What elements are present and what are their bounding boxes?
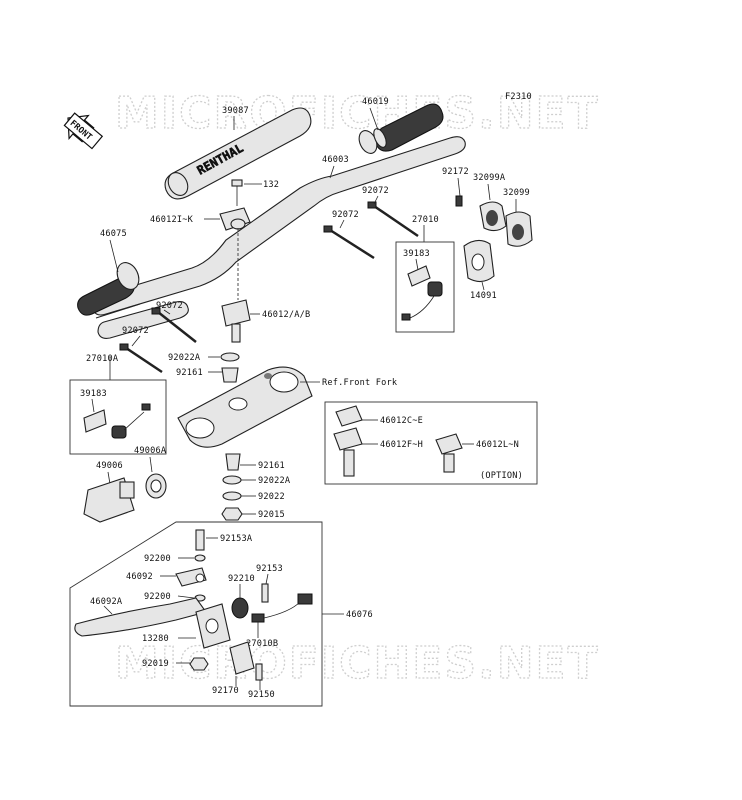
label-92022a-lower: 92022A (258, 476, 291, 486)
handlebar-pad-icon: RENTHAL (164, 107, 312, 200)
label-32099a: 32099A (473, 173, 506, 183)
label-13280: 13280 (142, 634, 169, 644)
cable-tie-icon (119, 201, 419, 374)
label-27010b: 27010B (246, 639, 278, 649)
label-92022: 92022 (258, 492, 285, 502)
label-92150: 92150 (248, 690, 275, 700)
label-92210: 92210 (228, 574, 255, 584)
label-39183-a: 39183 (403, 249, 430, 259)
label-49006a: 49006A (134, 446, 167, 456)
label-92170: 92170 (212, 686, 239, 696)
throttle-grip-icon (358, 103, 444, 154)
bolt-132-icon (231, 179, 243, 206)
throttle-housing-upper-icon (479, 201, 507, 232)
throttle-housing-lower-icon (505, 211, 533, 247)
washer-92022a-icon (220, 352, 240, 362)
left-grip-icon (77, 262, 140, 316)
clutch-lever-46092a-icon (74, 597, 207, 637)
clutch-switch-27010b-icon (251, 593, 313, 623)
lower-clamp-icon (221, 299, 251, 343)
lever-holder-13280-icon (195, 603, 231, 649)
switch-box-left (69, 379, 167, 455)
label-92200-upper: 92200 (144, 554, 171, 564)
label-46019: 46019 (362, 97, 389, 107)
front-direction-icon: FRONT (63, 112, 104, 150)
label-92161-upper: 92161 (176, 368, 203, 378)
label-92153a: 92153A (220, 534, 253, 544)
label-27010: 27010 (412, 215, 439, 225)
label-39183-b: 39183 (80, 389, 107, 399)
label-46012ln: 46012L~N (476, 440, 519, 450)
figure-code: F2310 (505, 92, 532, 102)
damper-92161-lower-icon (225, 453, 241, 471)
label-92153: 92153 (256, 564, 283, 574)
label-46012ab: 46012/A/B (262, 310, 310, 320)
label-46012ik: 46012I~K (150, 215, 194, 225)
brake-clamp-49006-icon (83, 477, 135, 523)
label-27010a: 27010A (86, 354, 119, 364)
label-92072-c: 92072 (156, 301, 183, 311)
screw-92153-icon (261, 583, 269, 603)
option-clamp-fh-icon (333, 427, 363, 477)
label-132: 132 (263, 180, 279, 190)
label-46076: 46076 (346, 610, 373, 620)
label-92072-a: 92072 (362, 186, 389, 196)
label-46012fh: 46012F~H (380, 440, 423, 450)
light-switch-icon (83, 403, 151, 439)
handlebar-icon (91, 136, 466, 319)
label-92161-lower: 92161 (258, 461, 285, 471)
label-14091: 14091 (470, 291, 497, 301)
label-92072-b: 92072 (332, 210, 359, 220)
damper-92161-icon (221, 367, 239, 383)
watermark-top: MICROFICHES.NET (115, 88, 600, 139)
nut-92015-icon (221, 507, 243, 521)
label-92019: 92019 (142, 659, 169, 669)
ref-front-fork-label: Ref.Front Fork (322, 378, 398, 388)
label-46003: 46003 (322, 155, 349, 165)
washer-92200-upper-icon (194, 554, 206, 562)
label-46092a: 46092A (90, 597, 123, 607)
label-92015: 92015 (258, 510, 285, 520)
engine-stop-switch-icon (401, 265, 443, 321)
label-39087: 39087 (222, 106, 249, 116)
label-46075: 46075 (100, 229, 127, 239)
bolt-92150-icon (255, 663, 263, 681)
label-92172: 92172 (442, 167, 469, 177)
label-32099: 32099 (503, 188, 530, 198)
label-92022a-upper: 92022A (168, 353, 201, 363)
label-46012ce: 46012C~E (380, 416, 423, 426)
washer-92022a-lower-icon (222, 475, 242, 485)
watermark-bottom: MICROFICHES.NET (115, 638, 600, 689)
bolt-92153a-icon (195, 529, 205, 551)
option-clamp-ln-icon (435, 433, 463, 473)
label-92072-d: 92072 (122, 326, 149, 336)
label-49006: 49006 (96, 461, 123, 471)
upper-clamp-icon (219, 207, 251, 231)
hot-start-lever-46092-icon (175, 567, 207, 587)
nut-92019-icon (189, 657, 209, 671)
throttle-cover-14091-icon (463, 239, 495, 283)
triple-clamp-icon (177, 366, 313, 448)
cover-92210-icon (231, 597, 249, 619)
switch-box-right (395, 241, 455, 333)
option-clamp-ce-icon (335, 405, 363, 427)
option-label: (OPTION) (480, 471, 523, 481)
label-46092: 46092 (126, 572, 153, 582)
washer-92022-icon (222, 491, 242, 501)
clamp-49006a-icon (145, 473, 167, 499)
option-clamps-box (324, 401, 538, 485)
label-92200-lower: 92200 (144, 592, 171, 602)
clamp-92170-icon (229, 641, 255, 675)
screw-92172-icon (455, 195, 463, 207)
